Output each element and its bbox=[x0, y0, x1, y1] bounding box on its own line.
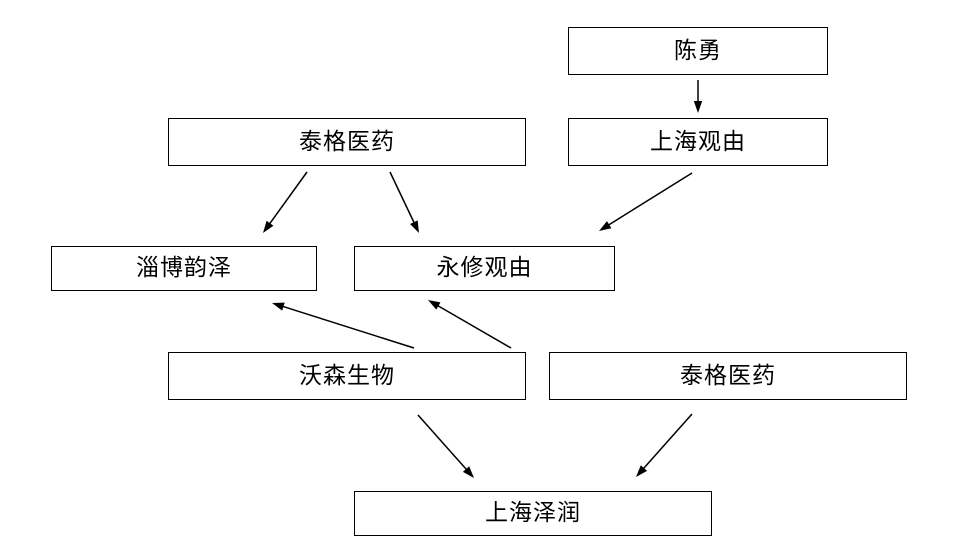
arrow-connector bbox=[428, 300, 512, 349]
arrow-connector bbox=[272, 302, 415, 349]
arrow-shaft bbox=[417, 414, 469, 472]
node-box-yongxiu-guanyou[interactable]: 永修观由 bbox=[354, 246, 615, 291]
node-label-shanghai-guanyou: 上海观由 bbox=[650, 128, 746, 155]
node-label-yongxiu-guanyou: 永修观由 bbox=[436, 255, 533, 281]
arrow-connector bbox=[263, 171, 308, 233]
arrow-connector bbox=[693, 80, 703, 113]
arrow-shaft bbox=[389, 171, 416, 226]
arrow-shaft bbox=[641, 413, 693, 471]
arrow-head-icon bbox=[599, 221, 612, 231]
node-box-shanghai-zerun[interactable]: 上海泽润 bbox=[354, 491, 712, 536]
arrow-connector bbox=[417, 414, 474, 478]
arrow-connector bbox=[636, 413, 693, 477]
node-label-chenyong: 陈勇 bbox=[674, 37, 722, 64]
node-label-zibo-yunze: 淄博韵泽 bbox=[136, 255, 232, 281]
node-label-taige-bottom: 泰格医药 bbox=[680, 362, 776, 389]
node-box-taige-bottom[interactable]: 泰格医药 bbox=[549, 352, 907, 400]
arrow-head-icon bbox=[693, 101, 703, 113]
node-box-wosen-biotech[interactable]: 沃森生物 bbox=[168, 352, 526, 400]
arrow-head-icon bbox=[462, 466, 474, 478]
arrow-head-icon bbox=[636, 465, 648, 477]
arrow-shaft bbox=[280, 305, 415, 349]
arrow-connector bbox=[389, 171, 419, 233]
arrow-head-icon bbox=[428, 300, 441, 310]
arrow-shaft bbox=[267, 171, 308, 227]
arrow-connector bbox=[599, 172, 693, 231]
arrow-head-icon bbox=[410, 220, 419, 233]
arrow-shaft bbox=[606, 172, 693, 227]
node-label-taige-top: 泰格医药 bbox=[299, 128, 395, 155]
arrow-shaft bbox=[435, 303, 512, 349]
node-box-shanghai-guanyou[interactable]: 上海观由 bbox=[568, 118, 828, 166]
node-label-shanghai-zerun: 上海泽润 bbox=[485, 500, 581, 526]
node-box-taige-top[interactable]: 泰格医药 bbox=[168, 118, 526, 166]
arrow-head-icon bbox=[263, 220, 274, 233]
arrow-head-icon bbox=[272, 302, 285, 311]
node-box-chenyong[interactable]: 陈勇 bbox=[568, 27, 828, 75]
node-label-wosen-biotech: 沃森生物 bbox=[299, 362, 395, 389]
node-box-zibo-yunze[interactable]: 淄博韵泽 bbox=[51, 246, 317, 291]
